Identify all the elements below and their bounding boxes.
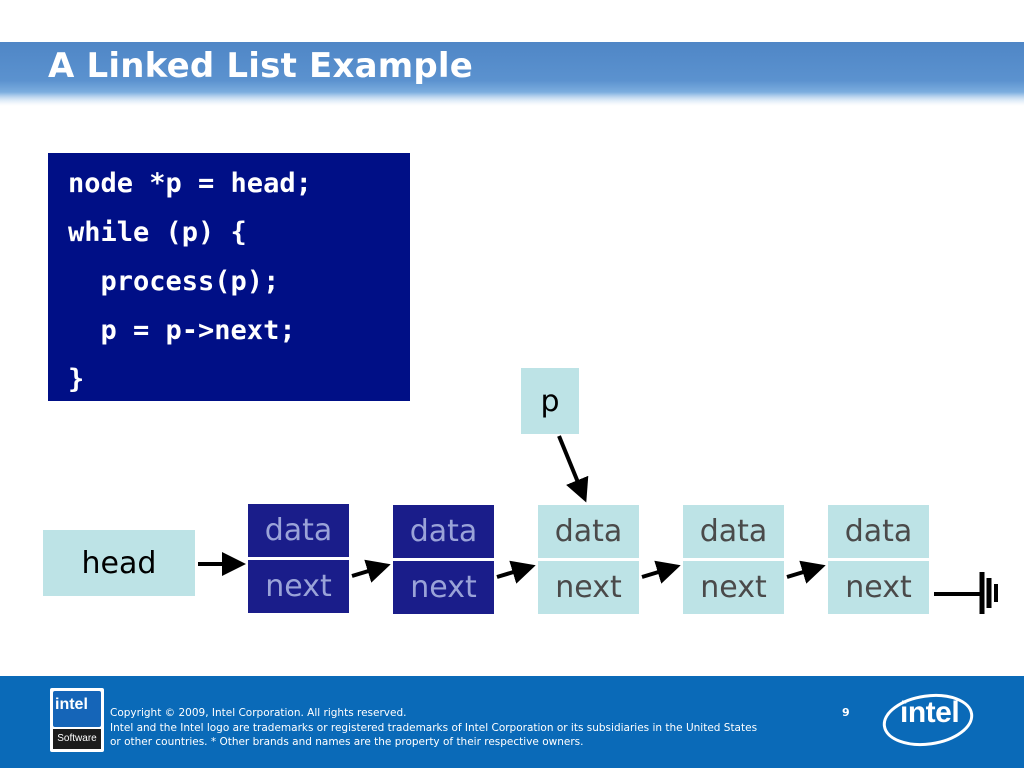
node-1-next: next: [248, 560, 349, 613]
software-logo-intel-text: intel: [55, 696, 88, 713]
node-1-data: data: [248, 504, 349, 557]
node-2-next-arrow: [496, 560, 536, 584]
node-2-data: data: [393, 505, 494, 558]
software-logo-label: Software: [53, 729, 101, 749]
code-line: node *p = head;: [68, 168, 312, 199]
trademark-text-line1: Intel and the Intel logo are trademarks …: [110, 721, 758, 734]
node-1-next-arrow: [351, 559, 391, 583]
code-block: node *p = head; while (p) { process(p); …: [48, 153, 410, 401]
node-3-next-arrow: [641, 560, 681, 584]
node-3-next: next: [538, 561, 639, 614]
code-line: process(p);: [68, 266, 280, 297]
copyright-text: Copyright © 2009, Intel Corporation. All…: [110, 707, 407, 719]
code-line: while (p) {: [68, 217, 247, 248]
head-box: head: [43, 530, 195, 596]
footer-bar: [0, 676, 1024, 768]
node-5-data: data: [828, 505, 929, 558]
null-ground-icon: [934, 572, 998, 614]
pointer-arrow: [557, 435, 589, 503]
intel-software-logo: intel Software: [50, 688, 104, 752]
code-line: p = p->next;: [68, 315, 296, 346]
title-bar: [0, 42, 1024, 106]
trademark-text-line2: or other countries. * Other brands and n…: [110, 736, 584, 748]
page-number: 9: [842, 706, 850, 719]
code-line: }: [68, 364, 85, 395]
node-2-next: next: [393, 561, 494, 614]
node-3-data: data: [538, 505, 639, 558]
intel-logo-text: intel: [900, 696, 960, 729]
slide-title: A Linked List Example: [48, 46, 474, 86]
pointer-p-box: p: [521, 368, 579, 434]
node-4-next: next: [683, 561, 784, 614]
node-5-next: next: [828, 561, 929, 614]
node-4-next-arrow: [786, 560, 826, 584]
node-4-data: data: [683, 505, 784, 558]
footer-legal-text: Copyright © 2009, Intel Corporation. All…: [110, 706, 757, 750]
intel-logo-icon: [882, 693, 974, 747]
